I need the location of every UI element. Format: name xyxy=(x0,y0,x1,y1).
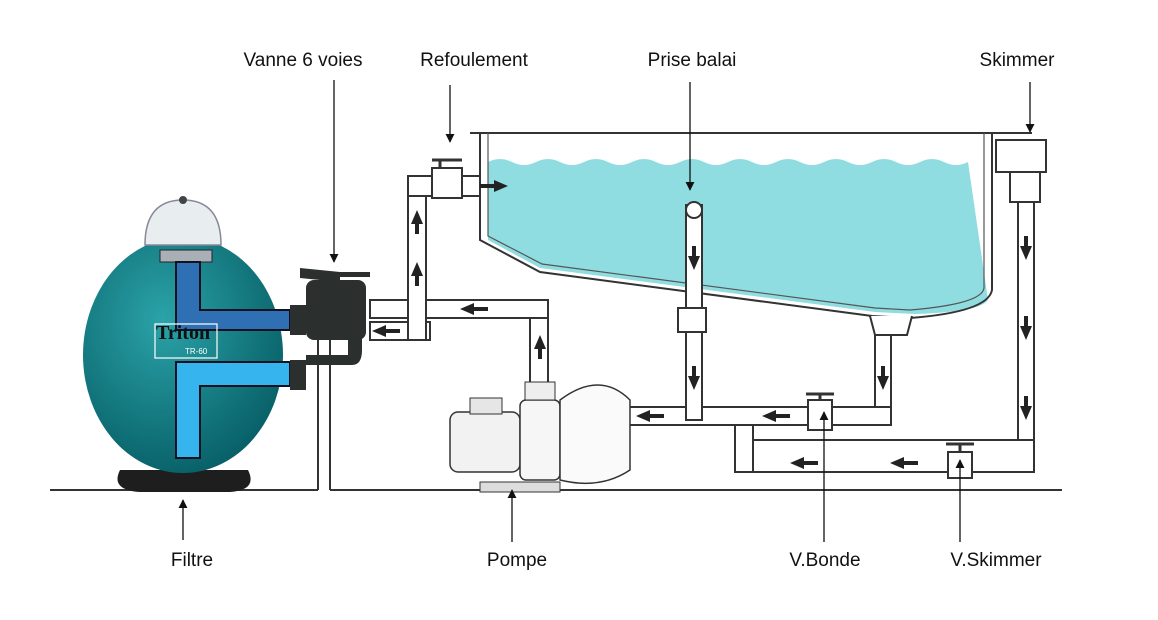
filter-brand-logo: Triton xyxy=(156,322,210,344)
drain-valve xyxy=(807,399,833,431)
pump xyxy=(449,381,631,493)
pool-basin xyxy=(470,132,1032,336)
skimmer xyxy=(995,139,1047,461)
label-prise-balai: Prise balai xyxy=(648,50,737,71)
filter-model-label: TR-60 xyxy=(185,347,208,356)
label-vanne-6-voies: Vanne 6 voies xyxy=(243,50,362,71)
leader-lines xyxy=(178,80,1035,542)
vacuum-valve xyxy=(677,307,707,333)
label-skimmer: Skimmer xyxy=(980,50,1056,71)
label-refoulement: Refoulement xyxy=(420,50,528,71)
bottom-drain xyxy=(869,315,913,336)
label-pompe: Pompe xyxy=(487,550,547,571)
label-filtre: Filtre xyxy=(171,550,213,571)
six-way-valve xyxy=(290,268,370,390)
label-v-skimmer: V.Skimmer xyxy=(950,550,1042,571)
sand-filter: Triton TR-60 xyxy=(83,196,291,492)
label-v-bonde: V.Bonde xyxy=(789,550,860,571)
flow-arrows xyxy=(372,180,1032,469)
pool-water xyxy=(488,159,988,314)
